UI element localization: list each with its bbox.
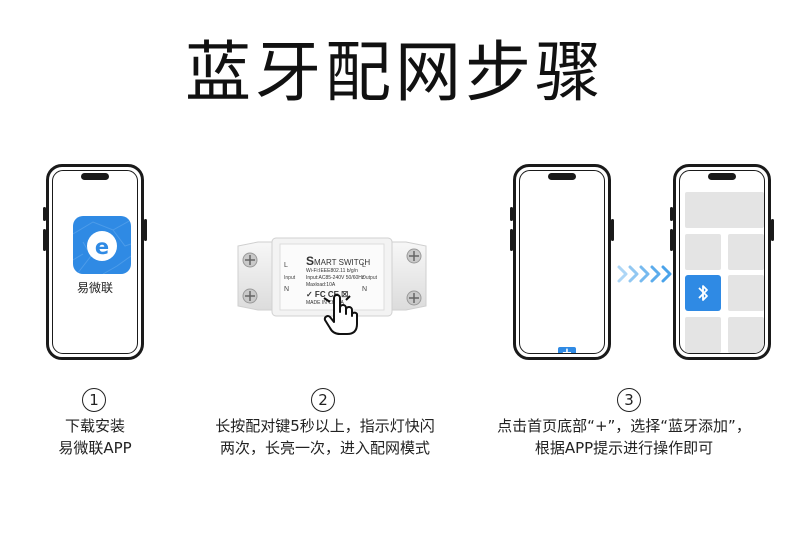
page-title: 蓝牙配网步骤 [185, 34, 605, 111]
left-label-input: Input [284, 275, 296, 281]
phone-notch [81, 173, 109, 180]
device-spec3: Maxload:10A [306, 282, 336, 288]
pointing-hand-icon [323, 292, 358, 335]
step2-number: 2 [311, 388, 335, 412]
step2-caption-line1: 长按配对键5秒以上，指示灯快闪 [215, 417, 435, 435]
bluetooth-icon [698, 285, 708, 301]
phone-step3-bluetooth [670, 164, 774, 360]
right-label-output: Output [362, 275, 378, 281]
tile [685, 234, 721, 270]
phone-notch [708, 173, 736, 180]
step3-caption: 点击首页底部“+”，选择“蓝牙添加”， 根据APP提示进行操作即可 [460, 415, 788, 459]
brand-letter: S [306, 254, 315, 268]
phone-notch [548, 173, 576, 180]
tile [728, 317, 764, 353]
add-device-button[interactable]: + [558, 347, 576, 353]
smart-switch-device: SMART SWITCH Wi-Fi:IEEE802.11 b/g/n Inpu… [236, 234, 428, 335]
bluetooth-add-tile[interactable] [685, 275, 721, 311]
device-made-in: MADE IN CHINA [306, 300, 344, 306]
step1-caption-line2: 易微联APP [58, 439, 132, 457]
phone-step3-home: + [510, 164, 614, 360]
phone-screen [679, 170, 765, 354]
right-label-n: N [362, 286, 368, 293]
device-spec2: Input:AC85-240V 50/60Hz [306, 275, 365, 281]
forward-arrows-icon [617, 265, 672, 283]
tile [685, 317, 721, 353]
step1-caption-line1: 下载安装 [64, 417, 125, 435]
step3-number: 3 [617, 388, 641, 412]
phone-screen: + [519, 170, 605, 354]
left-label-l: L [284, 262, 288, 269]
ewelink-app-icon[interactable]: e [73, 216, 131, 274]
step1-caption: 下载安装 易微联APP [20, 415, 170, 459]
device-name: MART SWITCH [314, 258, 371, 267]
phone-step1: e 易微联 [43, 164, 147, 360]
tile [728, 234, 764, 270]
step1-number: 1 [82, 388, 106, 412]
screw-icon [242, 248, 422, 306]
app-name-label: 易微联 [76, 281, 113, 295]
step2-caption: 长按配对键5秒以上，指示灯快闪 两次，长亮一次，进入配网模式 [180, 415, 470, 459]
tile [728, 275, 764, 311]
step3-caption-line2: 根据APP提示进行操作即可 [534, 439, 714, 457]
ewelink-e-icon: e [73, 219, 131, 274]
svg-text:e: e [95, 235, 109, 259]
right-label-l: L [362, 262, 366, 269]
device-spec1: Wi-Fi:IEEE802.11 b/g/n [306, 268, 358, 274]
cert-marks: ✓ FC CE ☒ [306, 290, 349, 299]
tile-banner [685, 192, 764, 228]
phone-screen: e 易微联 [52, 170, 138, 354]
step2-caption-line2: 两次，长亮一次，进入配网模式 [219, 439, 430, 457]
left-label-n: N [284, 286, 290, 293]
step3-caption-line1: 点击首页底部“+”，选择“蓝牙添加”， [497, 417, 751, 435]
